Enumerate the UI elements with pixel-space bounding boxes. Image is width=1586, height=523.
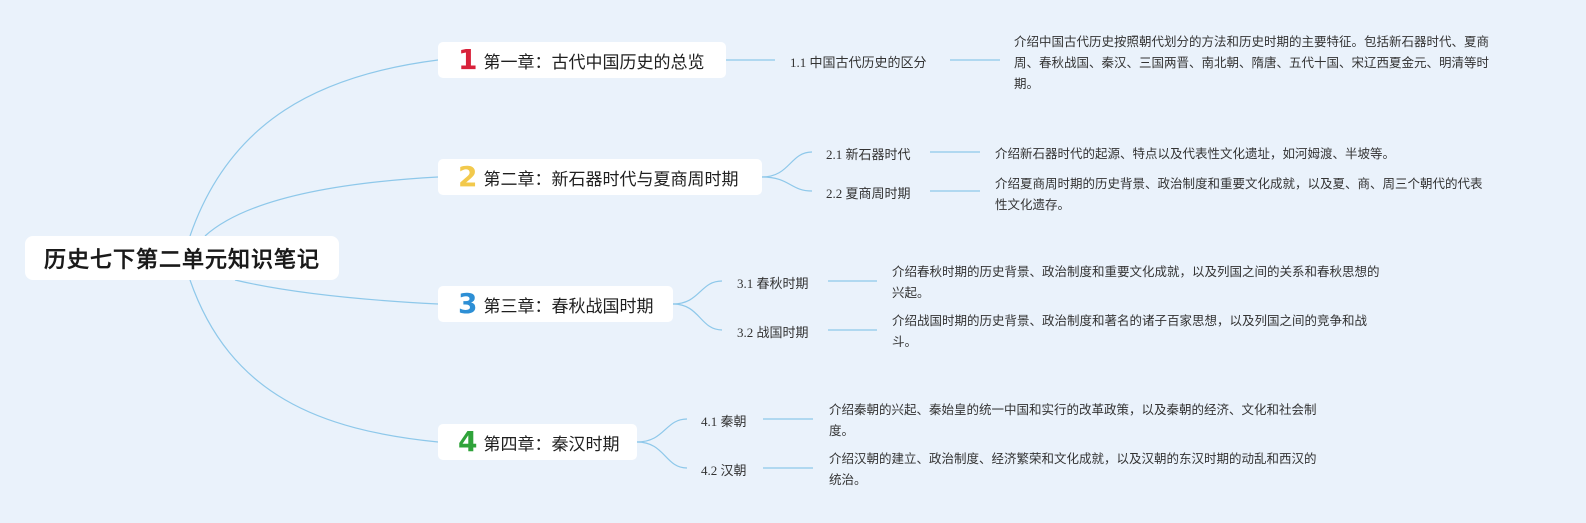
section-label-3-1[interactable]: 3.1 春秋时期 [737, 276, 809, 291]
chapter-title-4: 第四章：秦汉时期 [483, 434, 620, 455]
section-label-4-2[interactable]: 4.2 汉朝 [701, 463, 747, 478]
chapter-number-3: 3 [458, 287, 478, 320]
mindmap-root-title[interactable]: 历史七下第二单元知识笔记 [25, 236, 339, 280]
section-label-2-1[interactable]: 2.1 新石器时代 [826, 147, 911, 162]
chapter-title-2: 第二章：新石器时代与夏商周时期 [483, 169, 739, 190]
chapter-node-3[interactable]: 3 第三章：春秋战国时期 [438, 286, 673, 322]
section-label-4-1[interactable]: 4.1 秦朝 [701, 414, 747, 429]
chapter-number-1: 1 [458, 43, 478, 76]
section-desc-4-1: 介绍秦朝的兴起、秦始皇的统一中国和实行的改革政策，以及秦朝的经济、文化和社会制度… [829, 402, 1317, 438]
section-desc-3-1: 介绍春秋时期的历史背景、政治制度和重要文化成就，以及列国之间的关系和春秋思想的兴… [892, 264, 1380, 300]
chapter-number-4: 4 [458, 425, 478, 458]
section-label-1-1[interactable]: 1.1 中国古代历史的区分 [790, 55, 927, 70]
section-desc-1-1: 介绍中国古代历史按照朝代划分的方法和历史时期的主要特征。包括新石器时代、夏商周、… [1014, 34, 1490, 91]
chapter-number-2: 2 [458, 160, 478, 193]
chapter-title-3: 第三章：春秋战国时期 [483, 296, 654, 317]
chapter-title-1: 第一章：古代中国历史的总览 [483, 52, 705, 73]
section-desc-4-2: 介绍汉朝的建立、政治制度、经济繁荣和文化成就，以及汉朝的东汉时期的动乱和西汉的统… [829, 451, 1317, 487]
section-label-3-2[interactable]: 3.2 战国时期 [737, 325, 809, 340]
chapter-node-4[interactable]: 4 第四章：秦汉时期 [438, 424, 637, 460]
section-label-2-2[interactable]: 2.2 夏商周时期 [826, 186, 911, 201]
chapter-node-1[interactable]: 1 第一章：古代中国历史的总览 [438, 42, 726, 78]
chapter-node-2[interactable]: 2 第二章：新石器时代与夏商周时期 [438, 159, 762, 195]
section-desc-2-2: 介绍夏商周时期的历史背景、政治制度和重要文化成就，以及夏、商、周三个朝代的代表性… [995, 176, 1483, 212]
section-desc-2-1: 介绍新石器时代的起源、特点以及代表性文化遗址，如河姆渡、半坡等。 [995, 146, 1396, 161]
section-desc-3-2: 介绍战国时期的历史背景、政治制度和著名的诸子百家思想，以及列国之间的竞争和战斗。 [892, 313, 1368, 349]
